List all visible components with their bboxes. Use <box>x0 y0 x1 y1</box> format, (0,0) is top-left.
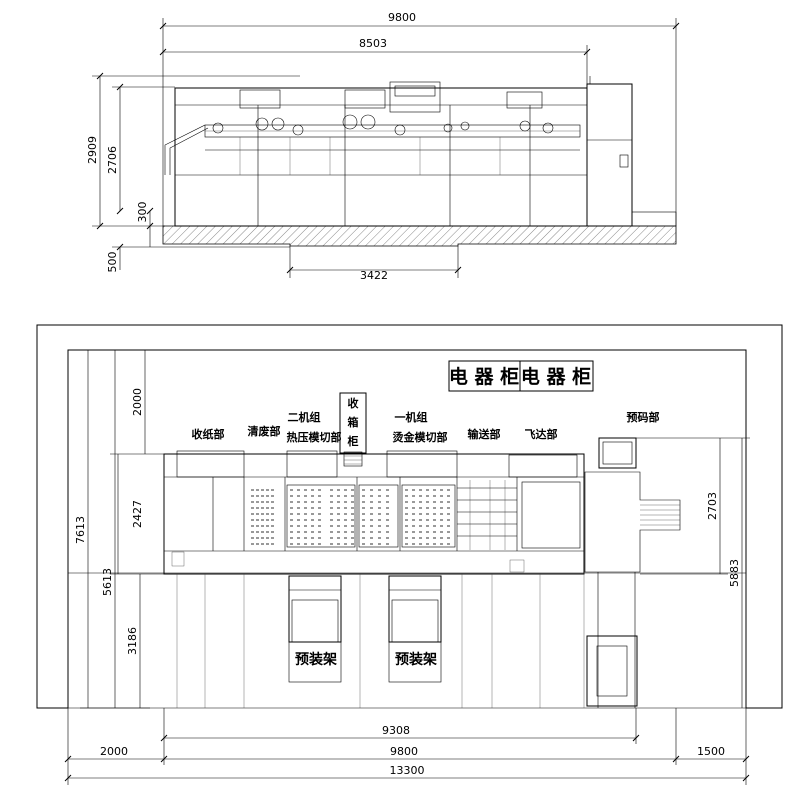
electrical-cabinet-2-label: 电 器 柜 <box>521 365 591 388</box>
section-labels: 收纸部 清废部 二机组 热压模切部 一机组 烫金模切部 输送部 飞达部 预码部 <box>192 410 660 444</box>
conveyor-belts <box>457 480 517 550</box>
preload-rack-2: 预装架 <box>388 575 442 683</box>
vent-grid <box>251 489 450 545</box>
dim-pit-depth-text: 500 <box>106 252 119 273</box>
label-unit1-line2: 烫金模切部 <box>393 430 448 444</box>
dim-rack-depth-text: 3186 <box>126 627 139 655</box>
dim-overall-length-text: 13300 <box>390 764 425 777</box>
plan-dimensions-bottom: 9308 9800 2000 1500 13300 <box>64 708 750 785</box>
foundation-base: 3422 <box>162 225 677 282</box>
collection-box-char-3: 柜 <box>347 434 359 448</box>
dimension-heights: 2909 2706 300 500 <box>86 72 300 273</box>
dim-right-clearance-text: 1500 <box>697 745 725 758</box>
label-delivery: 收纸部 <box>192 427 225 441</box>
dim-right-width-text: 5883 <box>728 559 741 587</box>
label-feeder: 飞达部 <box>525 427 558 441</box>
collection-box-char-2: 箱 <box>348 415 359 429</box>
label-unit2-line2: 热压模切部 <box>287 430 342 444</box>
side-rollers <box>212 114 554 136</box>
collection-box-char-1: 收 <box>348 396 359 410</box>
preload-rack-2-label: 预装架 <box>395 651 437 668</box>
dim-machine-width-text: 2427 <box>131 500 144 528</box>
dimension-machine-length: 8503 <box>159 37 591 84</box>
dim-base-height-text: 300 <box>136 202 149 223</box>
label-prestack: 预码部 <box>627 410 660 424</box>
lower-work-area <box>68 572 746 709</box>
side-machine-body <box>164 76 677 227</box>
electrical-cabinet-group: 电 器 柜 电 器 柜 <box>448 360 594 392</box>
preload-rack-1: 预装架 <box>288 575 342 683</box>
dim-top-clearance-text: 2000 <box>131 388 144 416</box>
preload-rack-1-label: 预装架 <box>295 651 337 668</box>
room-boundary <box>36 324 783 709</box>
label-stripping: 清废部 <box>248 424 281 438</box>
dim-inner-length-text: 9308 <box>382 724 410 737</box>
dim-total-width-text: 7613 <box>74 516 87 544</box>
dim-machine-length-plan-text: 9800 <box>390 745 418 758</box>
dim-width-lower-text: 5613 <box>101 568 114 596</box>
electrical-cabinet-2 <box>519 360 594 392</box>
dim-feeder-width-text: 2703 <box>706 492 719 520</box>
dim-machine-length-text: 8503 <box>359 37 387 50</box>
prestack-unit <box>584 437 681 708</box>
plan-dimensions-right: 2703 5883 <box>636 437 750 708</box>
side-elevation-view: 9800 8503 2909 2706 <box>86 11 680 282</box>
label-unit1-line1: 一机组 <box>395 410 428 424</box>
dim-left-clearance-text: 2000 <box>100 745 128 758</box>
dim-total-height-text: 2909 <box>86 136 99 164</box>
plan-view: 电 器 柜 电 器 柜 收 箱 柜 收纸部 清废部 二机组 热压模切部 一机组 … <box>36 324 783 785</box>
electrical-cabinet-1-label: 电 器 柜 <box>449 365 519 388</box>
label-conveying: 输送部 <box>468 427 501 441</box>
plan-dimensions-left: 7613 5613 2000 2427 3186 <box>74 349 164 709</box>
plan-machine-body <box>163 450 585 575</box>
dim-machine-height-text: 2706 <box>106 146 119 174</box>
collection-box: 收 箱 柜 <box>339 392 367 467</box>
dimension-total-length: 9800 <box>159 11 680 226</box>
dim-pit-width-text: 3422 <box>360 269 388 282</box>
dim-total-length-text: 9800 <box>388 11 416 24</box>
label-unit2-line1: 二机组 <box>288 410 321 424</box>
